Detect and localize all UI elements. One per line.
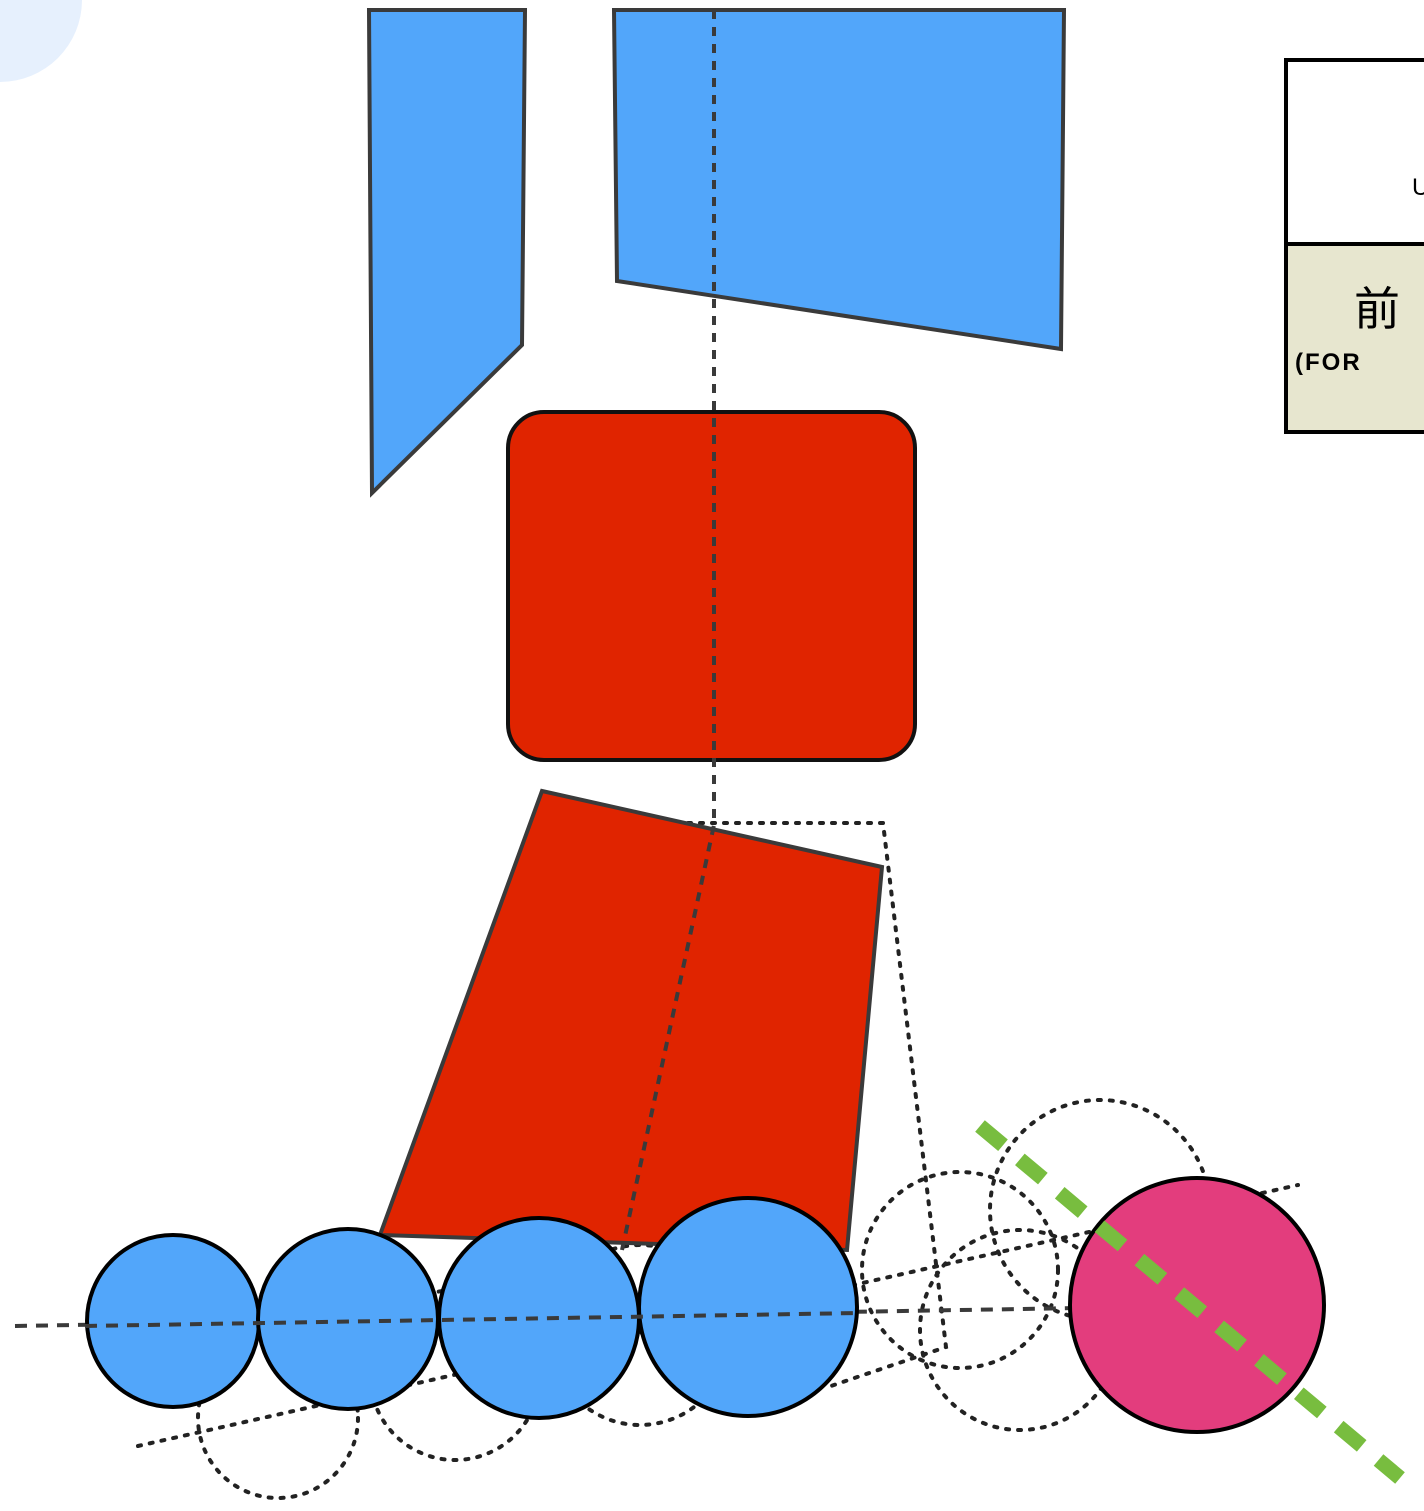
corner-circle	[0, 0, 82, 82]
legend-bottom-en: (FOR	[1295, 349, 1362, 376]
ghost-foot-outline	[686, 821, 949, 1390]
red-tilted-block	[377, 788, 885, 1253]
blue-right-panel	[611, 8, 1067, 352]
red-rounded-block	[506, 410, 917, 762]
ground-axis-overlay	[84, 1311, 859, 1328]
blue-wheel-4	[637, 1196, 859, 1418]
blue-wheels	[85, 1196, 859, 1420]
green-trajectory	[975, 1120, 1405, 1484]
blue-wheel-1	[85, 1233, 261, 1409]
legend-bottom-cell	[1284, 242, 1424, 434]
legend-top-label: U	[1412, 174, 1424, 201]
blue-left-bar	[366, 8, 528, 498]
legend-box: U 前 (FOR	[1284, 58, 1424, 434]
legend-bottom-cjk: 前	[1354, 282, 1400, 336]
ghost-circle-4	[860, 1170, 1060, 1370]
legend-top-cell	[1284, 58, 1424, 246]
